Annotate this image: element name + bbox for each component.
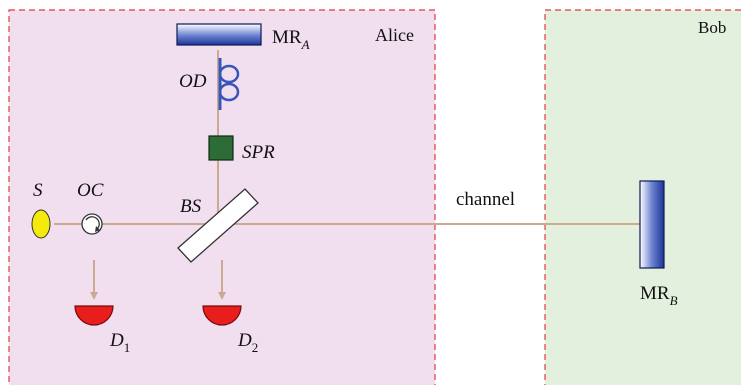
alice-label: Alice [375, 25, 414, 45]
fiber-coil-icon [218, 58, 240, 110]
oc-label: OC [77, 180, 104, 201]
bs-label: BS [180, 196, 202, 217]
source-label: S [33, 180, 43, 201]
bob-label: Bob [698, 18, 726, 37]
channel-label: channel [456, 189, 515, 210]
mirror-bar-icon [639, 180, 665, 269]
square-block-icon [208, 135, 234, 161]
mirror-bar-icon [176, 23, 262, 46]
beam-splitter-icon [177, 188, 259, 263]
mr-a-label: MRA [272, 27, 310, 52]
mr-b-label: MRB [640, 283, 678, 308]
half-disc-detector-icon [202, 305, 242, 326]
optical-circulator-icon [81, 213, 103, 235]
d2-label: D2 [237, 330, 258, 355]
alice-zone [8, 9, 436, 385]
od-label: OD [179, 71, 207, 92]
spr-label: SPR [242, 142, 275, 163]
source-ellipse-icon [31, 209, 51, 239]
half-disc-detector-icon [74, 305, 114, 326]
d1-label: D1 [109, 330, 130, 355]
